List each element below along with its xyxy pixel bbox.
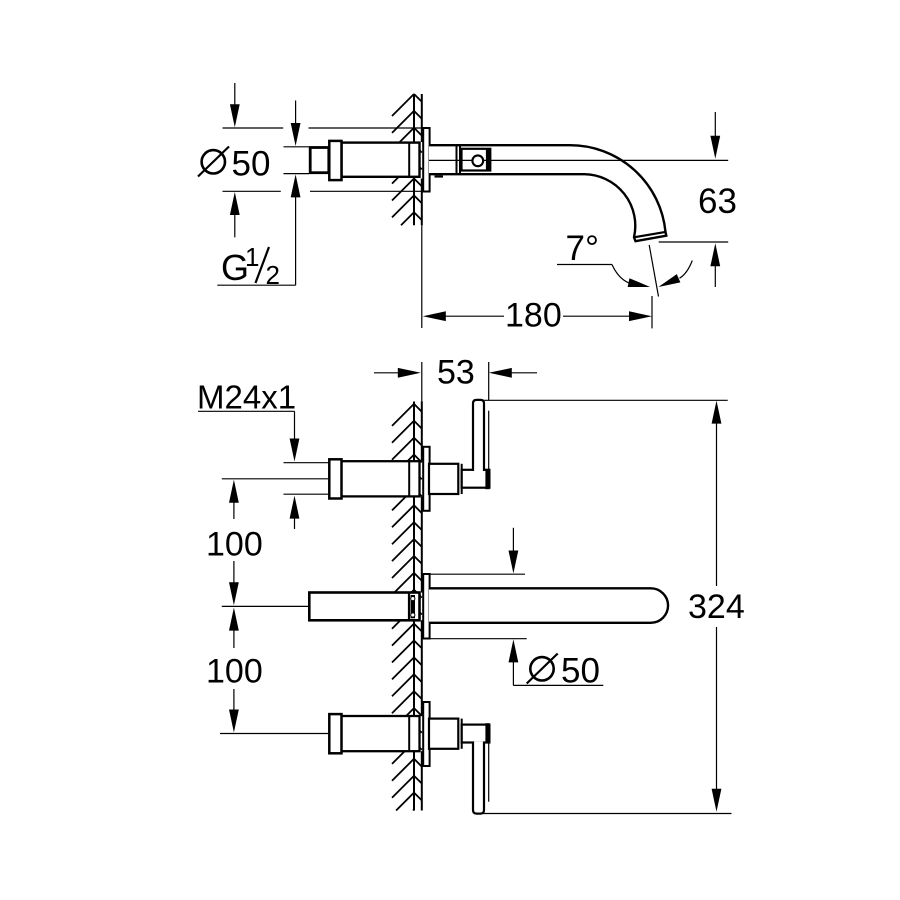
svg-text:50: 50 [561,652,600,691]
svg-text:M24x1: M24x1 [197,379,296,416]
svg-text:180: 180 [505,297,562,335]
svg-text:2: 2 [266,260,280,290]
svg-text:7°: 7° [566,229,599,268]
svg-text:G: G [221,247,249,288]
svg-text:50: 50 [232,145,271,184]
svg-text:53: 53 [437,354,475,392]
svg-text:100: 100 [206,653,263,691]
svg-text:1: 1 [245,242,259,272]
svg-text:100: 100 [206,526,263,564]
svg-text:324: 324 [688,588,745,626]
svg-text:63: 63 [698,182,737,221]
